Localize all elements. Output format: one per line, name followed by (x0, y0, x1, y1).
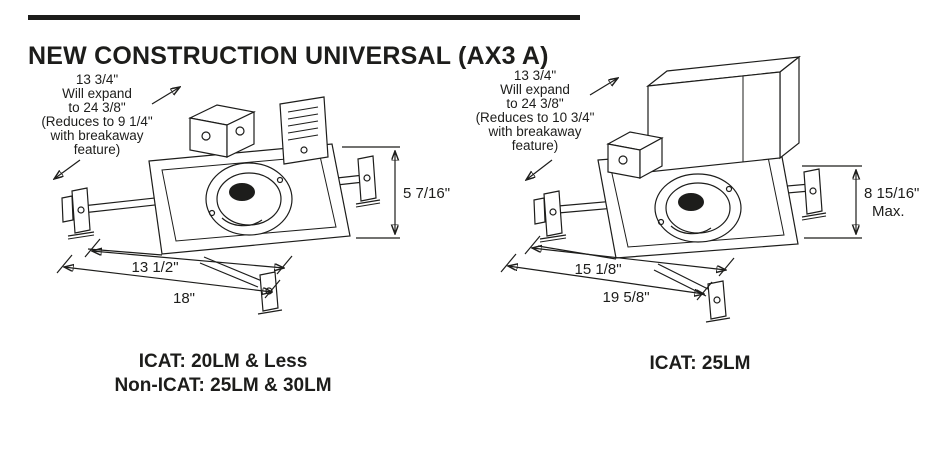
right-nail-bracket-west (533, 190, 567, 243)
right-expand-note-line1: 13 3/4" (514, 68, 557, 83)
right-fixture-drawing: 13 3/4" Will expand to 24 3/8" (Reduces … (476, 55, 919, 323)
right-caption-line1: ICAT: 25LM (649, 353, 751, 374)
left-height-dimension-label: 5 7/16" (403, 185, 450, 202)
left-expand-note-line4: (Reduces to 9 1/4" (41, 114, 153, 129)
left-width-dimension-outer: 18" (56, 254, 281, 307)
right-expand-note-line5: with breakaway (487, 124, 581, 139)
right-height-dimension-label: 8 15/16" (864, 185, 919, 202)
right-expand-note-line6: feature) (512, 138, 559, 153)
right-housing-box (645, 55, 802, 173)
left-nail-bracket-south (199, 256, 283, 315)
left-caption-line2: Non-ICAT: 25LM & 30LM (114, 375, 332, 397)
left-trim-ring (205, 162, 293, 236)
left-expand-note-line6: feature) (74, 142, 121, 157)
right-width-dimension-outer: 19 5/8" (500, 253, 713, 306)
left-expand-note-line3: to 24 3/8" (68, 100, 126, 115)
right-expand-note-line4: (Reduces to 10 3/4" (476, 110, 595, 125)
left-caption-line1: ICAT: 20LM & Less (138, 351, 308, 372)
right-width-dimension-outer-label: 19 5/8" (602, 289, 649, 306)
left-junction-box (188, 104, 256, 158)
left-expand-note-line1: 13 3/4" (76, 72, 119, 87)
right-expand-note-line2: Will expand (500, 82, 570, 97)
right-expand-note-line3: to 24 3/8" (506, 96, 564, 111)
left-caption: ICAT: 20LM & Less Non-ICAT: 25LM & 30LM (58, 350, 388, 399)
left-width-dimension-inner-label: 13 1/2" (131, 259, 178, 276)
left-nail-bracket-west (61, 187, 95, 240)
right-width-dimension-inner-label: 15 1/8" (574, 261, 621, 278)
title-rule (28, 15, 580, 20)
left-expand-note-line2: Will expand (62, 86, 132, 101)
left-nail-bracket-east (355, 155, 381, 208)
right-expand-dimension-arrows (526, 78, 618, 180)
right-expand-note: 13 3/4" Will expand to 24 3/8" (Reduces … (476, 68, 595, 153)
left-expand-note-line5: with breakaway (49, 128, 143, 143)
right-caption: ICAT: 25LM (555, 352, 845, 376)
right-junction-box (606, 131, 664, 180)
right-height-dimension: 8 15/16" Max. (802, 165, 919, 239)
left-height-dimension: 5 7/16" (342, 146, 450, 239)
left-driver-housing (279, 96, 329, 165)
left-expand-note: 13 3/4" Will expand to 24 3/8" (Reduces … (41, 72, 153, 157)
left-width-dimension-outer-label: 18" (173, 290, 195, 307)
left-expand-dimension-arrows (54, 87, 180, 179)
page-title: NEW CONSTRUCTION UNIVERSAL (AX3 A) (28, 41, 549, 70)
right-nail-bracket-east (801, 168, 827, 221)
right-nail-bracket-south (653, 263, 731, 323)
right-trim-ring (654, 173, 742, 243)
left-fixture-drawing: 13 3/4" Will expand to 24 3/8" (Reduces … (41, 72, 450, 315)
right-height-dimension-max-label: Max. (872, 203, 905, 220)
